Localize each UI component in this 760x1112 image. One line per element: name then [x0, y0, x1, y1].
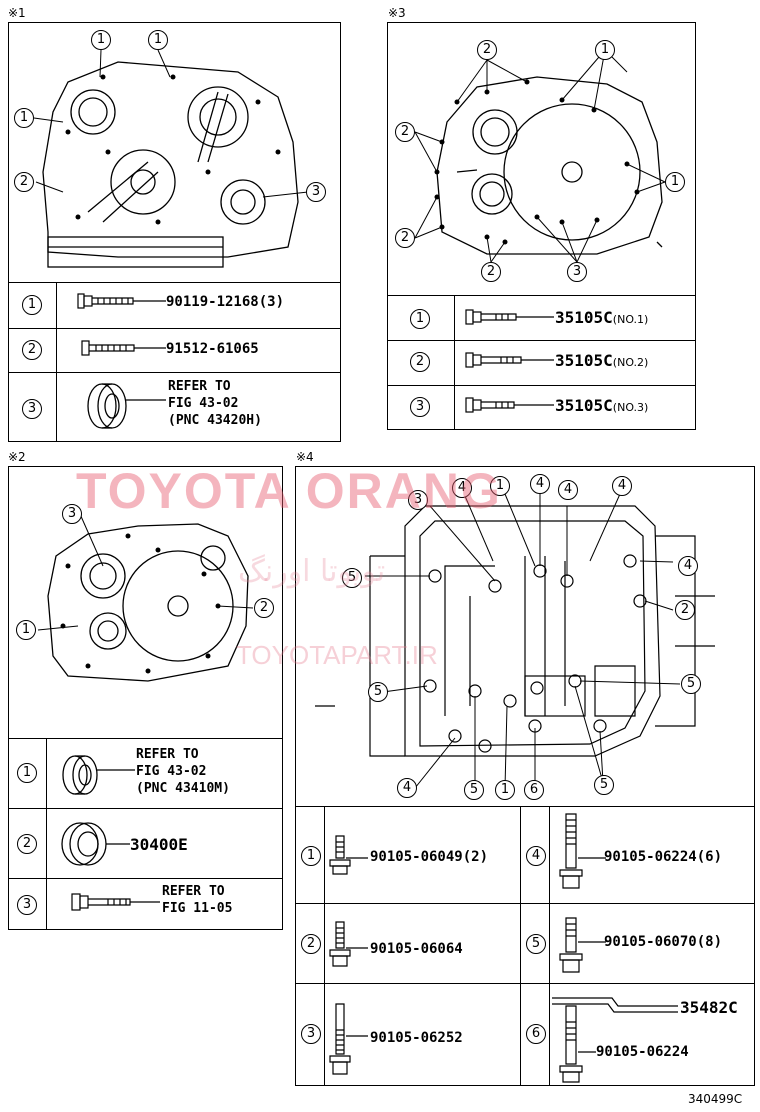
p3-row2-num: 2: [410, 352, 430, 372]
p4-row4-num: 4: [526, 846, 546, 866]
p2-callout-1: 1: [16, 620, 36, 640]
p2-row3-num: 3: [17, 895, 37, 915]
p2-callout-2: 2: [254, 598, 274, 618]
p4-callout-5e: 5: [594, 775, 614, 795]
bolt-icon: [465, 309, 554, 325]
p4-row6-num: 6: [526, 1024, 546, 1044]
panel3-tag: ※3: [388, 6, 406, 20]
p1-callout-1c: 1: [14, 108, 34, 128]
watermark-brand: TOYOTA ORANG: [76, 463, 502, 519]
bolt-icon: [77, 293, 166, 309]
p4-callout-4a: 4: [452, 478, 472, 498]
p1-callout-1b: 1: [148, 30, 168, 50]
p2-row1-num: 1: [17, 763, 37, 783]
diagram-code: 340499C: [688, 1092, 743, 1106]
p3-row3-num: 3: [410, 397, 430, 417]
p4-row5-part: 90105-06070(8): [604, 934, 723, 950]
p1-callout-3: 3: [306, 182, 326, 202]
bolt-icon: [465, 397, 554, 413]
panel1-tag: ※1: [8, 6, 26, 20]
p4-row6-part2: 35482C: [680, 998, 738, 1017]
panel4-tag: ※4: [296, 450, 314, 464]
flange-bolt-icon: [329, 1003, 368, 1075]
p4-row5-num: 5: [526, 934, 546, 954]
p4-callout-4d: 4: [612, 476, 632, 496]
p4-row2-num: 2: [301, 934, 321, 954]
p4-callout-5c: 5: [681, 674, 701, 694]
p4-callout-1b: 1: [495, 780, 515, 800]
p4-row1-part: 90105-06049(2): [370, 849, 489, 865]
p4-callout-3: 3: [408, 490, 428, 510]
p1-row1-num: 1: [22, 295, 42, 315]
p3-row1-part: 35105C(NO.1): [555, 308, 649, 327]
p4-callout-2: 2: [675, 600, 695, 620]
bolt-icon: [71, 893, 160, 911]
p4-callout-4c: 4: [558, 480, 578, 500]
p2-row3-ref: REFER TO FIG 11-05: [162, 884, 233, 916]
p3-callout-2a: 2: [477, 40, 497, 60]
bracket-and-bolt-icon: [552, 997, 678, 1083]
panel2: [8, 466, 283, 930]
p4-row2-part: 90105-06064: [370, 941, 463, 957]
p4-callout-4b: 4: [530, 474, 550, 494]
p4-row4-part: 90105-06224(6): [604, 849, 723, 865]
bearing-icon: [61, 822, 130, 866]
p2-row1-ref: REFER TO FIG 43-02 (PNC 43410M): [136, 747, 230, 796]
flange-bolt-icon: [329, 921, 368, 967]
p4-callout-4e: 4: [678, 556, 698, 576]
oil-seal-icon: [87, 383, 166, 429]
p1-callout-2: 2: [14, 172, 34, 192]
p4-row3-part: 90105-06252: [370, 1030, 463, 1046]
flange-bolt-icon: [559, 917, 606, 973]
p1-row3-ref: REFER TO FIG 43-02 (PNC 43420H): [168, 379, 262, 428]
p3-callout-2d: 2: [481, 262, 501, 282]
p3-callout-3: 3: [567, 262, 587, 282]
p2-row2-part: 30400E: [130, 835, 188, 854]
transaxle-rear-drawing: [414, 49, 666, 263]
p4-row3-num: 3: [301, 1024, 321, 1044]
p4-row1-num: 1: [301, 846, 321, 866]
p4-callout-5b: 5: [368, 682, 388, 702]
valve-body-drawing: [315, 493, 715, 789]
p1-row2-num: 2: [22, 340, 42, 360]
p2-row2-num: 2: [17, 834, 37, 854]
p3-callout-2b: 2: [395, 122, 415, 142]
oil-seal-icon: [62, 755, 135, 795]
p4-callout-5a: 5: [342, 568, 362, 588]
p1-row2-part: 91512-61065: [166, 341, 259, 357]
p4-row6-part: 90105-06224: [596, 1044, 689, 1060]
p4-callout-4f: 4: [397, 778, 417, 798]
flange-bolt-icon: [329, 835, 368, 875]
p1-callout-1a: 1: [91, 30, 111, 50]
bolt-icon: [465, 352, 554, 368]
panel3: [387, 22, 696, 430]
p3-callout-1a: 1: [595, 40, 615, 60]
p3-callout-1b: 1: [665, 172, 685, 192]
transaxle-front-drawing: [33, 49, 309, 268]
p2-callout-3: 3: [62, 504, 82, 524]
panel2-tag: ※2: [8, 450, 26, 464]
bolt-icon: [81, 340, 166, 356]
p1-row1-part: 90119-12168(3): [166, 294, 285, 310]
p4-callout-1a: 1: [490, 476, 510, 496]
p1-row3-num: 3: [22, 399, 42, 419]
p3-row2-part: 35105C(NO.2): [555, 351, 649, 370]
transaxle-housing-drawing: [37, 513, 254, 682]
p4-callout-6: 6: [524, 780, 544, 800]
p4-callout-5d: 5: [464, 780, 484, 800]
watermark-site: TOYOTAPART.IR: [236, 640, 438, 670]
watermark-arabic: تویوتا اورنگ: [238, 554, 386, 589]
p3-row1-num: 1: [410, 309, 430, 329]
p3-row3-part: 35105C(NO.3): [555, 396, 649, 415]
flange-bolt-icon: [559, 813, 606, 889]
p3-callout-2c: 2: [395, 228, 415, 248]
